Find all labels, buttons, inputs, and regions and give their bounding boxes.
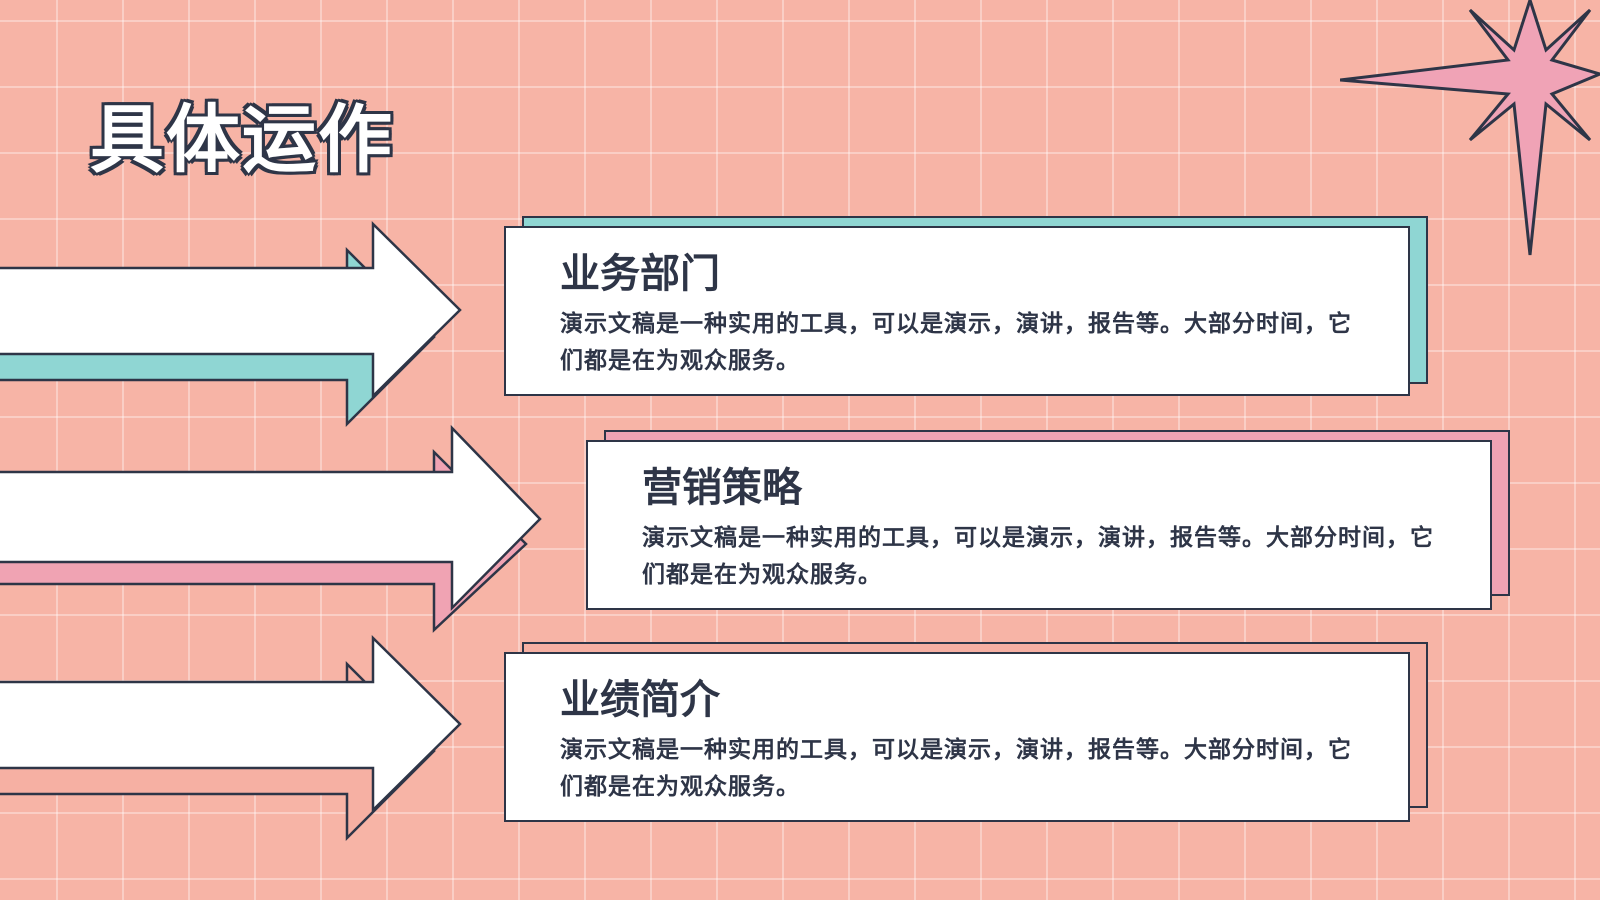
arrow-right-icon xyxy=(0,424,542,633)
eight-point-star-icon xyxy=(1340,0,1600,256)
card-title: 业务部门 xyxy=(560,251,720,297)
slide-title: 具体运作 xyxy=(90,97,394,183)
info-card: 营销策略 演示文稿是一种实用的工具，可以是演示，演讲，报告等。大部分时间，它们都… xyxy=(586,440,1492,610)
arrow-right-icon xyxy=(0,635,462,842)
card-title: 业绩简介 xyxy=(560,677,720,723)
info-card: 业绩简介 演示文稿是一种实用的工具，可以是演示，演讲，报告等。大部分时间，它们都… xyxy=(504,652,1410,822)
card-description: 演示文稿是一种实用的工具，可以是演示，演讲，报告等。大部分时间，它们都是在为观众… xyxy=(560,311,1352,374)
arrow-right-icon xyxy=(0,221,462,428)
info-card: 业务部门 演示文稿是一种实用的工具，可以是演示，演讲，报告等。大部分时间，它们都… xyxy=(504,226,1410,396)
card-description: 演示文稿是一种实用的工具，可以是演示，演讲，报告等。大部分时间，它们都是在为观众… xyxy=(642,525,1434,588)
card-title: 营销策略 xyxy=(642,465,802,511)
card-description: 演示文稿是一种实用的工具，可以是演示，演讲，报告等。大部分时间，它们都是在为观众… xyxy=(560,737,1352,800)
